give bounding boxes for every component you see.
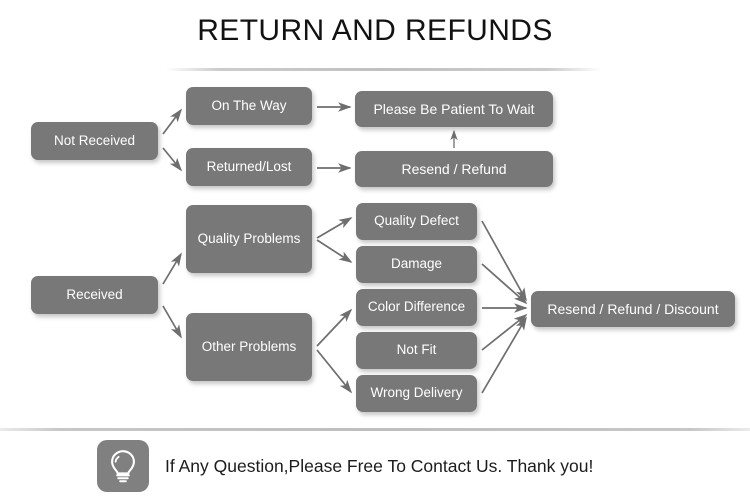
node-label: Resend / Refund / Discount <box>547 300 719 317</box>
node-label: Received <box>66 286 123 302</box>
connector-received-other-problems <box>162 305 182 339</box>
node-resend-refund-discount[interactable]: Resend / Refund / Discount <box>531 291 735 327</box>
node-label: Not Fit <box>396 342 437 358</box>
connector-received-quality-problems <box>162 252 182 285</box>
connector-not-received-returned-lost <box>162 147 183 172</box>
node-received[interactable]: Received <box>31 276 158 314</box>
connector-other-problems-color-difference <box>316 308 353 347</box>
node-please-be-patient-to-wait[interactable]: Please Be Patient To Wait <box>355 91 553 127</box>
node-damage[interactable]: Damage <box>356 246 477 283</box>
node-color-difference[interactable]: Color Difference <box>356 289 477 326</box>
footer: If Any Question,Please Free To Contact U… <box>97 440 593 492</box>
connector-damage-final <box>481 263 528 305</box>
connector-not-received-on-the-way <box>162 108 183 135</box>
node-other-problems[interactable]: Other Problems <box>186 313 312 381</box>
node-label: Please Be Patient To Wait <box>373 100 535 117</box>
node-label: Other Problems <box>201 338 297 354</box>
node-quality-problems[interactable]: Quality Problems <box>186 205 312 273</box>
connector-quality-defect-final <box>481 220 527 302</box>
node-label: On The Way <box>211 97 287 113</box>
node-label: Not Received <box>53 132 136 148</box>
connector-not-fit-final <box>481 313 528 351</box>
node-label: Quality Defect <box>374 213 459 229</box>
footer-divider <box>0 428 750 431</box>
node-returned-lost[interactable]: Returned/Lost <box>186 148 312 186</box>
node-label: Resend / Refund <box>401 160 507 177</box>
connector-wrong-delivery-final <box>481 316 527 394</box>
node-label: Returned/Lost <box>206 158 292 174</box>
node-quality-defect[interactable]: Quality Defect <box>356 203 477 240</box>
node-not-received[interactable]: Not Received <box>31 122 158 160</box>
node-not-fit[interactable]: Not Fit <box>356 332 477 369</box>
node-label: Quality Problems <box>197 230 301 246</box>
title-divider <box>165 68 602 71</box>
node-label: Color Difference <box>367 299 466 315</box>
node-wrong-delivery[interactable]: Wrong Delivery <box>356 375 477 412</box>
page-title: RETURN AND REFUNDS <box>197 14 553 47</box>
footer-text: If Any Question,Please Free To Contact U… <box>165 455 594 476</box>
connector-quality-problems-damage <box>316 239 353 263</box>
node-label: Wrong Delivery <box>370 385 463 401</box>
node-label: Damage <box>390 256 443 272</box>
node-resend-refund[interactable]: Resend / Refund <box>355 151 553 187</box>
connector-quality-problems-quality-defect <box>316 217 353 239</box>
node-on-the-way[interactable]: On The Way <box>186 87 312 125</box>
connector-other-problems-wrong-delivery <box>316 349 353 394</box>
lightbulb-icon <box>97 440 149 492</box>
